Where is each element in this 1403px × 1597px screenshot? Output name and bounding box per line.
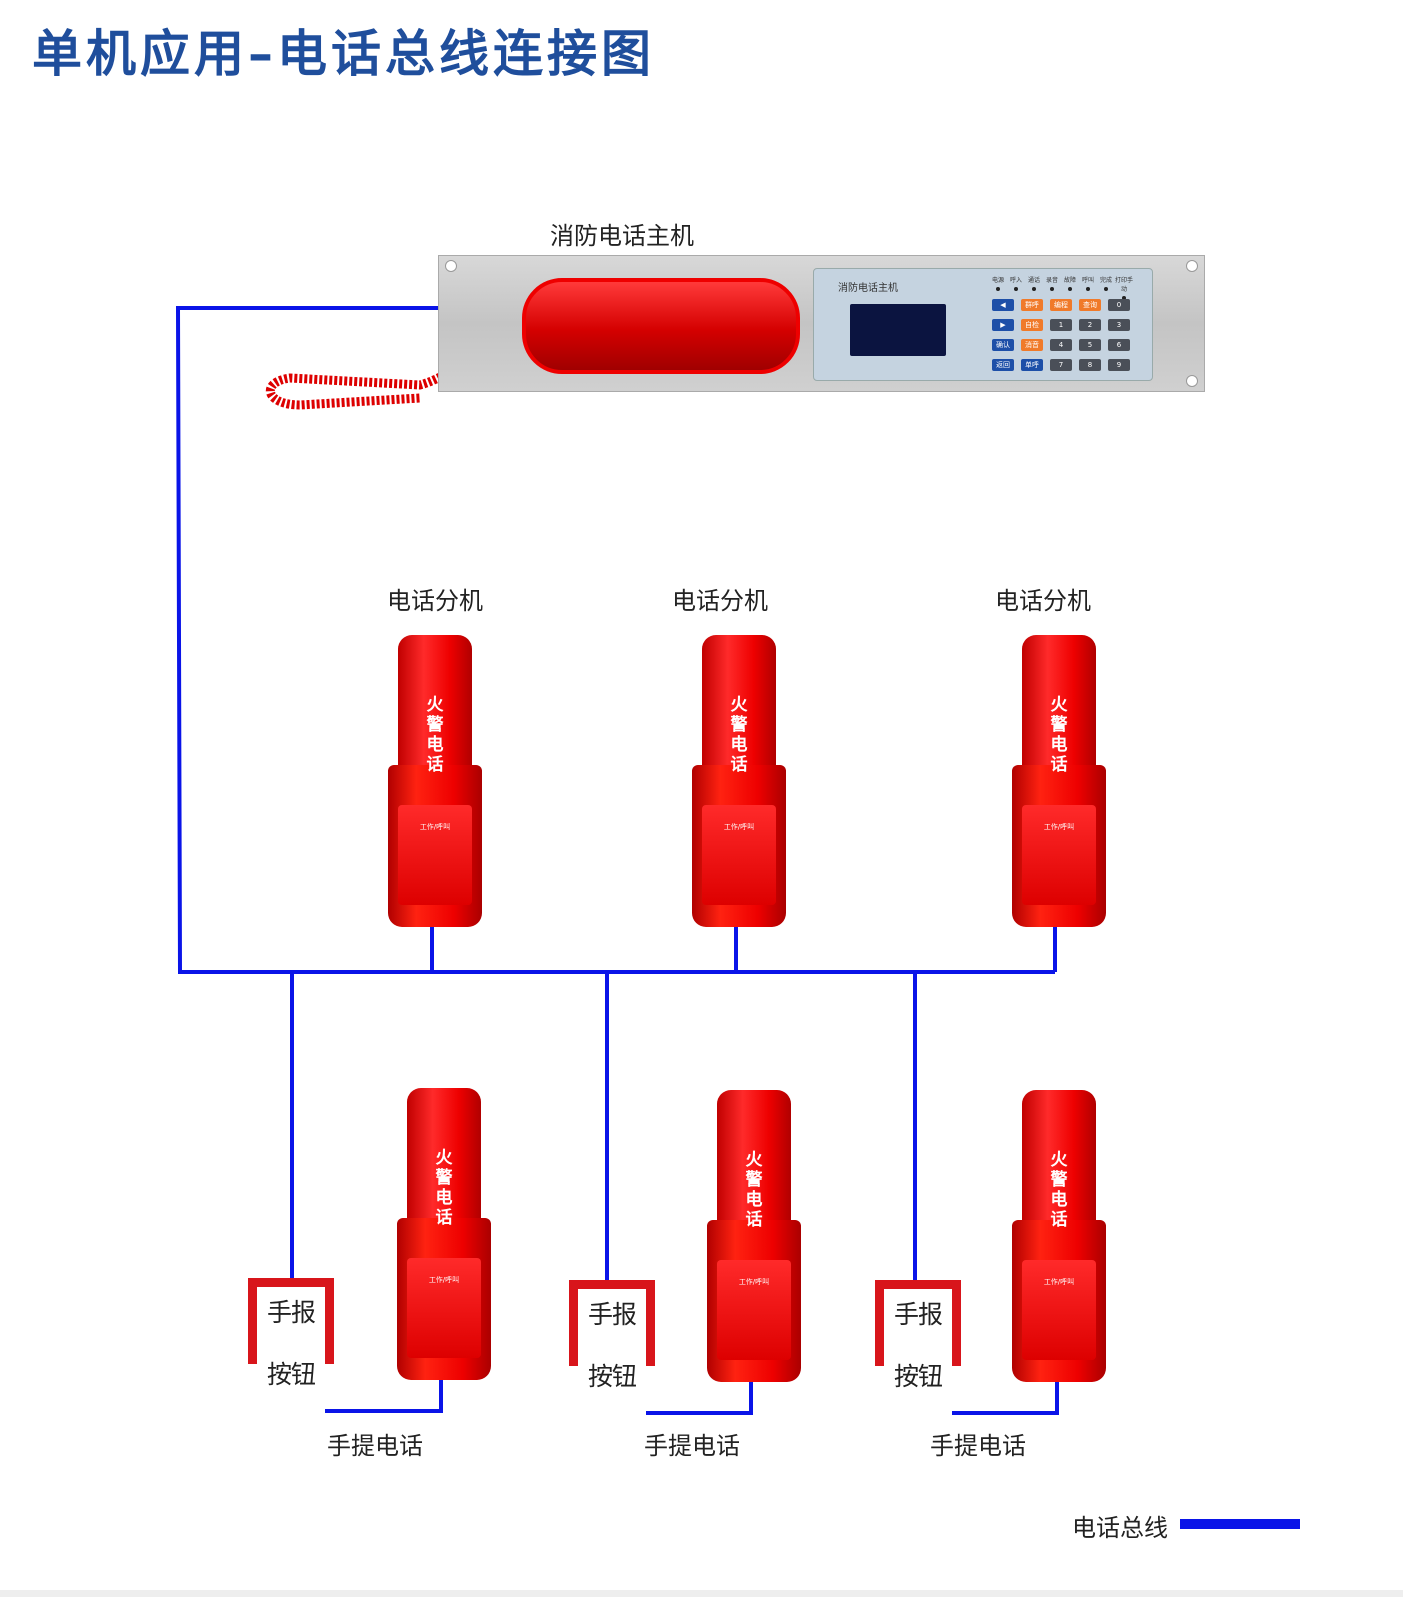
phone-status-label: 工作/呼叫: [1043, 823, 1075, 831]
button-text-line: 按钮: [257, 1355, 325, 1417]
manual-call-button-3[interactable]: 手报按钮: [875, 1280, 961, 1419]
portable-phone-3[interactable]: 火 警 电 话工作/呼叫: [1012, 1090, 1106, 1382]
footer-bar: [0, 1590, 1403, 1597]
keypad-key[interactable]: 自检: [1021, 319, 1043, 331]
portable-phone-label: 手提电话: [930, 1432, 1026, 1460]
keypad-key[interactable]: 群呼: [1021, 299, 1043, 311]
button-text-line: 手报: [884, 1295, 952, 1357]
led-indicator: 完成: [1096, 275, 1116, 291]
led-indicator: 呼叫: [1078, 275, 1098, 291]
portable-phone-1[interactable]: 火 警 电 话工作/呼叫: [397, 1088, 491, 1380]
portable-phone-label: 手提电话: [644, 1432, 740, 1460]
button-text-line: 手报: [257, 1293, 325, 1355]
manual-call-button-label: 手报按钮: [257, 1287, 325, 1417]
phone-status-label: 工作/呼叫: [723, 823, 755, 831]
panel-name: 消防电话主机: [838, 283, 898, 294]
host-handset[interactable]: [522, 278, 800, 374]
keypad-key[interactable]: 确认: [992, 339, 1014, 351]
phone-cradle: [707, 1220, 801, 1382]
phone-status-label: 工作/呼叫: [419, 823, 451, 831]
led-indicator: 录音: [1042, 275, 1062, 291]
phone-label: 火 警 电 话: [745, 1150, 763, 1230]
page-title: 单机应用–电话总线连接图: [32, 25, 655, 83]
keypad-key[interactable]: 查询: [1079, 299, 1101, 311]
keypad-key[interactable]: 返回: [992, 359, 1014, 371]
phone-cradle: [1012, 1220, 1106, 1382]
keypad-key[interactable]: ◀: [992, 299, 1014, 311]
phone-label: 火 警 电 话: [426, 695, 444, 775]
keypad-key[interactable]: 9: [1108, 359, 1130, 371]
phone-status-label: 工作/呼叫: [428, 1276, 460, 1284]
screw: [445, 260, 457, 272]
portable-phone-2[interactable]: 火 警 电 话工作/呼叫: [707, 1090, 801, 1382]
phone-label: 火 警 电 话: [435, 1148, 453, 1228]
manual-call-button-2[interactable]: 手报按钮: [569, 1280, 655, 1419]
led-indicator: 故障: [1060, 275, 1080, 291]
button-text-line: 按钮: [884, 1357, 952, 1419]
phone-status-label: 工作/呼叫: [1043, 1278, 1075, 1286]
keypad-key[interactable]: 5: [1079, 339, 1101, 351]
extension-phone-1[interactable]: 火 警 电 话工作/呼叫: [388, 635, 482, 927]
keypad-key[interactable]: 7: [1050, 359, 1072, 371]
manual-call-button-label: 手报按钮: [884, 1289, 952, 1419]
extension-phone-3[interactable]: 火 警 电 话工作/呼叫: [1012, 635, 1106, 927]
led-indicator: 电源: [988, 275, 1008, 291]
keypad-key[interactable]: 4: [1050, 339, 1072, 351]
keypad-key[interactable]: 8: [1079, 359, 1101, 371]
lcd-screen: [850, 304, 946, 356]
phone-cradle: [1012, 765, 1106, 927]
led-indicator: 通话: [1024, 275, 1044, 291]
phone-cradle: [388, 765, 482, 927]
button-text-line: 按钮: [578, 1357, 646, 1419]
keypad-key[interactable]: 1: [1050, 319, 1072, 331]
keypad-key[interactable]: 消音: [1021, 339, 1043, 351]
keypad-key[interactable]: 3: [1108, 319, 1130, 331]
phone-status-label: 工作/呼叫: [738, 1278, 770, 1286]
portable-phone-label: 手提电话: [327, 1432, 423, 1460]
legend-label: 电话总线: [1072, 1514, 1168, 1542]
phone-cradle: [397, 1218, 491, 1380]
keypad-key[interactable]: 0: [1108, 299, 1130, 311]
keypad-key[interactable]: 编程: [1050, 299, 1072, 311]
keypad-key[interactable]: 2: [1079, 319, 1101, 331]
phone-label: 火 警 电 话: [1050, 695, 1068, 775]
keypad-key[interactable]: 6: [1108, 339, 1130, 351]
extension-label: 电话分机: [995, 587, 1091, 615]
phone-label: 火 警 电 话: [1050, 1150, 1068, 1230]
phone-cradle: [692, 765, 786, 927]
led-indicator: 呼入: [1006, 275, 1026, 291]
phone-label: 火 警 电 话: [730, 695, 748, 775]
keypad-key[interactable]: 单呼: [1021, 359, 1043, 371]
extension-phone-2[interactable]: 火 警 电 话工作/呼叫: [692, 635, 786, 927]
screw: [1186, 260, 1198, 272]
button-text-line: 手报: [578, 1295, 646, 1357]
keypad-key[interactable]: ▶: [992, 319, 1014, 331]
extension-label: 电话分机: [672, 587, 768, 615]
manual-call-button-1[interactable]: 手报按钮: [248, 1278, 334, 1417]
led-indicator: 打印手动: [1114, 275, 1134, 300]
extension-label: 电话分机: [387, 587, 483, 615]
manual-call-button-label: 手报按钮: [578, 1289, 646, 1419]
bus-main: [175, 306, 1055, 974]
legend-bus-line: [1180, 1519, 1300, 1529]
host-label: 消防电话主机: [550, 222, 694, 250]
screw: [1186, 375, 1198, 387]
